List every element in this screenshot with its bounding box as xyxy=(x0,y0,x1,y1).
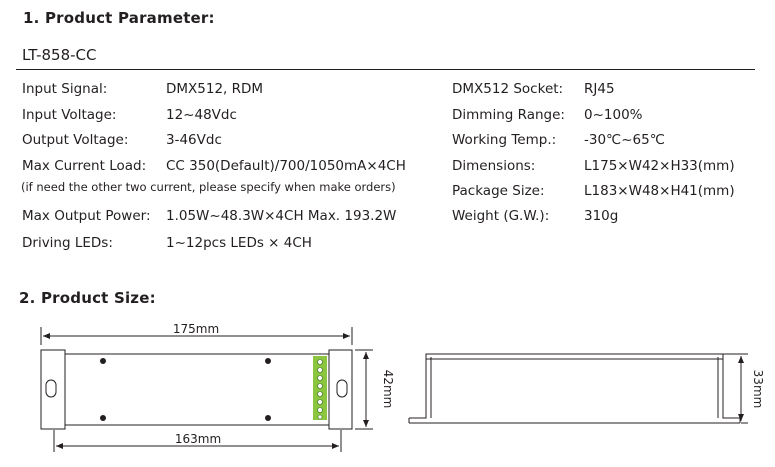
param-value-weight: 310g xyxy=(584,208,619,224)
param-label-max-current: Max Current Load: xyxy=(22,158,147,174)
param-value-dimming-range: 0~100% xyxy=(584,107,643,123)
param-label-weight: Weight (G.W.): xyxy=(452,208,550,224)
divider xyxy=(16,69,755,70)
param-value-input-voltage: 12~48Vdc xyxy=(166,107,237,123)
param-label-dimming-range: Dimming Range: xyxy=(452,107,565,123)
terminal-block xyxy=(313,356,327,420)
param-value-max-power: 1.05W~48.3W×4CH Max. 193.2W xyxy=(166,208,397,224)
current-note: (if need the other two current, please s… xyxy=(21,180,396,194)
side-view-drawing xyxy=(408,353,748,424)
param-label-dimensions: Dimensions: xyxy=(452,158,536,174)
dim-length-top: 175mm xyxy=(173,322,219,336)
param-label-max-power: Max Output Power: xyxy=(22,208,151,224)
param-label-input-voltage: Input Voltage: xyxy=(22,107,117,123)
param-label-input-signal: Input Signal: xyxy=(22,81,108,97)
param-label-package-size: Package Size: xyxy=(452,183,545,199)
top-view-drawing xyxy=(40,327,373,452)
dim-height: 33mm xyxy=(751,370,765,409)
param-label-output-voltage: Output Voltage: xyxy=(22,132,129,148)
param-label-working-temp: Working Temp.: xyxy=(452,132,557,148)
dim-width: 42mm xyxy=(381,370,395,409)
param-value-output-voltage: 3-46Vdc xyxy=(166,132,222,148)
param-value-input-signal: DMX512, RDM xyxy=(166,81,264,97)
dim-length-bottom: 163mm xyxy=(175,432,221,446)
param-value-dmx-socket: RJ45 xyxy=(584,81,615,97)
section-title-size: 2. Product Size: xyxy=(19,289,156,307)
section-title-parameters: 1. Product Parameter: xyxy=(23,9,215,27)
model-name: LT-858-CC xyxy=(22,46,97,64)
param-value-max-current: CC 350(Default)/700/1050mA×4CH xyxy=(166,158,406,174)
param-label-driving-leds: Driving LEDs: xyxy=(22,235,113,251)
param-value-driving-leds: 1~12pcs LEDs × 4CH xyxy=(166,235,312,251)
param-label-dmx-socket: DMX512 Socket: xyxy=(452,81,564,97)
param-value-working-temp: -30℃~65℃ xyxy=(584,132,665,148)
param-value-dimensions: L175×W42×H33(mm) xyxy=(584,158,735,174)
param-value-package-size: L183×W48×H41(mm) xyxy=(584,183,735,199)
